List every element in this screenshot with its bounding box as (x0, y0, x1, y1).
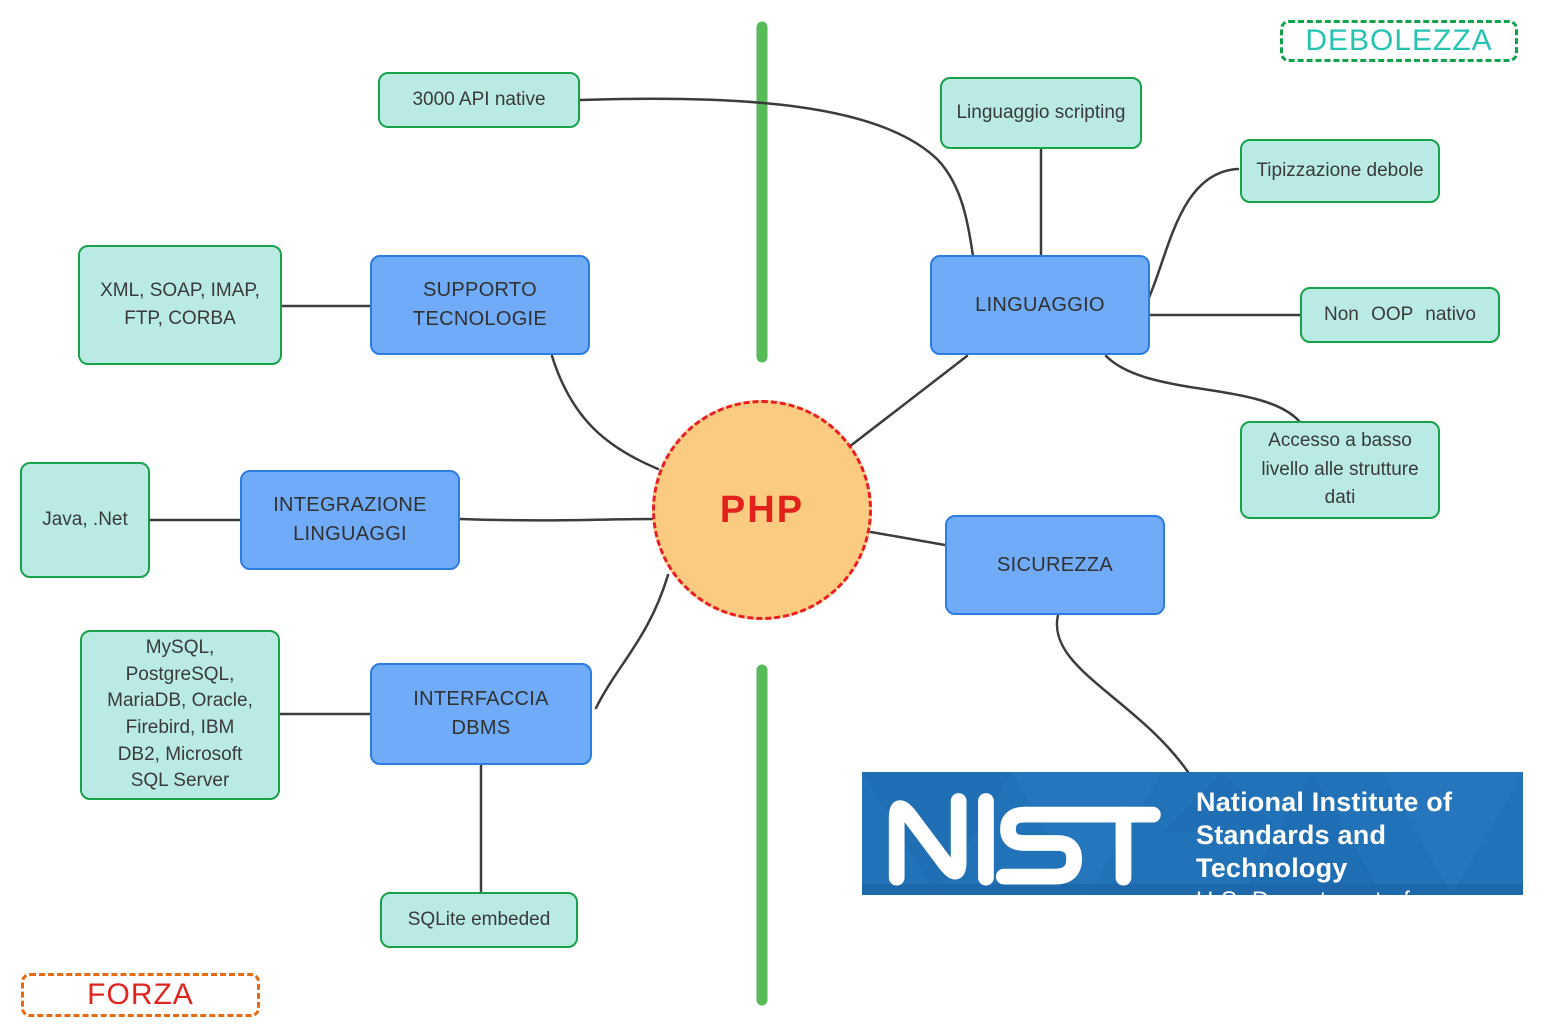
node-label: MySQL, PostgreSQL, MariaDB, Oracle, Fire… (107, 637, 253, 792)
node-sqlite-embeded[interactable]: SQLite embeded (380, 892, 578, 948)
nist-wordmark (888, 793, 1161, 886)
connector-api-linguaggio (578, 97, 975, 258)
node-label: 3000 API native (412, 88, 546, 110)
connector-integrazione-php (458, 517, 655, 522)
node-label: SQLite embeded (407, 908, 551, 930)
branch-sicurezza[interactable]: SICUREZZA (945, 515, 1165, 615)
legend-debolezza[interactable]: DEBOLEZZA (1280, 20, 1518, 62)
node-xml-soap-imap[interactable]: XML, SOAP, IMAP, FTP, CORBA (78, 245, 282, 365)
branch-label: INTEGRAZIONE LINGUAGGI (273, 494, 427, 545)
node-accesso-basso-livello[interactable]: Accesso a basso livello alle strutture d… (1240, 421, 1440, 519)
center-node-php[interactable]: PHP (652, 400, 872, 620)
branch-linguaggio[interactable]: LINGUAGGIO (930, 255, 1150, 355)
nist-logo[interactable]: NIST National Institute of Standards and… (862, 772, 1523, 895)
connector-php-linguaggio (847, 354, 969, 449)
branch-label: SUPPORTO TECNOLOGIE (412, 279, 548, 330)
branch-label: INTERFACCIA DBMS (413, 688, 549, 739)
node-label: Tipizzazione debole (1256, 159, 1424, 181)
node-linguaggio-scripting[interactable]: Linguaggio scripting (940, 77, 1142, 149)
node-non-oop-nativo[interactable]: Non OOP nativo (1300, 287, 1500, 343)
branch-interfaccia-dbms[interactable]: INTERFACCIA DBMS (370, 663, 592, 765)
branch-integrazione-linguaggi[interactable]: INTEGRAZIONE LINGUAGGI (240, 470, 460, 570)
node-label: XML, SOAP, IMAP, FTP, CORBA (100, 279, 260, 330)
node-tipizzazione-debole[interactable]: Tipizzazione debole (1240, 139, 1440, 203)
nist-line3: U.S. Department of Commerce (1196, 885, 1523, 895)
branch-label: SICUREZZA (996, 553, 1114, 576)
nist-logo-background (862, 772, 1523, 895)
node-label: Non OOP nativo (1323, 303, 1476, 325)
node-java-net[interactable]: Java, .Net (20, 462, 150, 578)
node-label: Accesso a basso livello alle strutture d… (1261, 430, 1419, 509)
node-dbms-list[interactable]: MySQL, PostgreSQL, MariaDB, Oracle, Fire… (80, 630, 280, 800)
branch-label: LINGUAGGIO (975, 293, 1105, 316)
connector-linguaggio-tipizzazione (1145, 167, 1240, 304)
connector-php-interfaccia (594, 573, 670, 710)
connector-supporto-php (550, 354, 660, 471)
nist-line2: Standards and Technology (1196, 819, 1387, 883)
node-label: Java, .Net (42, 508, 128, 530)
legend-label: FORZA (87, 978, 194, 1011)
connector-linguaggio-accesso (1104, 354, 1301, 423)
node-label: Linguaggio scripting (956, 101, 1126, 123)
legend-forza[interactable]: FORZA (21, 973, 260, 1017)
node-3000-api-native[interactable]: 3000 API native (378, 72, 580, 128)
nist-text-block: National Institute of Standards and Tech… (1196, 786, 1523, 895)
branch-supporto-tecnologie[interactable]: SUPPORTO TECNOLOGIE (370, 255, 590, 355)
connector-sicurezza-nist (1055, 613, 1190, 774)
connector-php-sicurezza (869, 530, 947, 547)
legend-label: DEBOLEZZA (1305, 24, 1493, 57)
nist-line1: National Institute of (1196, 787, 1453, 817)
php-label: PHP (719, 488, 805, 531)
